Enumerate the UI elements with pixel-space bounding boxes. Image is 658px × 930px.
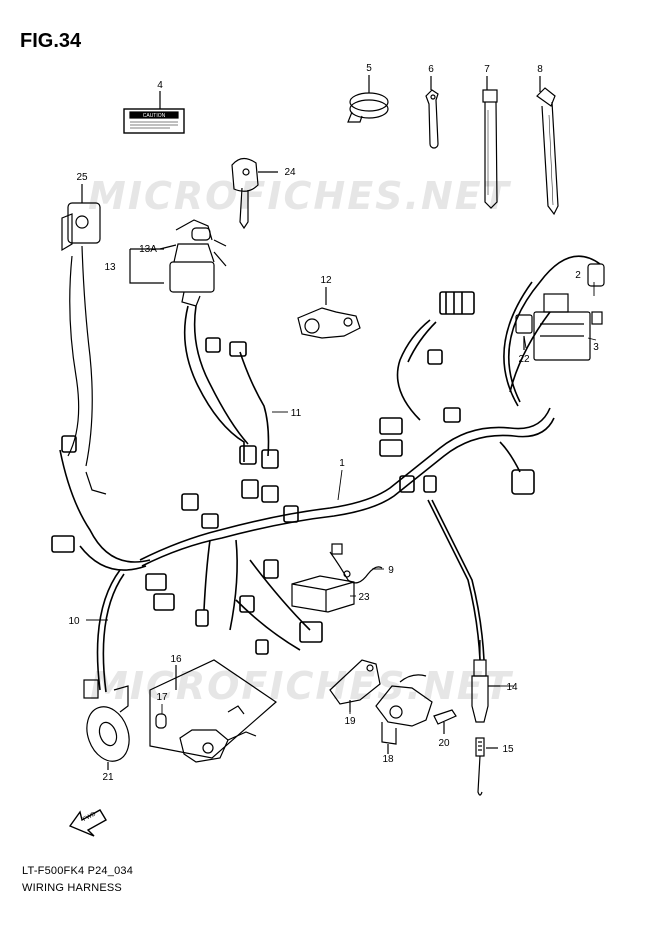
callout-24: 24 (284, 167, 296, 178)
callout-22: 22 (518, 354, 530, 365)
key-part (231, 157, 278, 230)
callout-15: 15 (502, 744, 514, 755)
model-code: LT-F500FK4 P24_034 (22, 865, 134, 877)
callout-11: 11 (291, 408, 302, 419)
terminal-part (475, 737, 498, 796)
horn-part (83, 679, 130, 770)
callout-17: 17 (156, 692, 168, 703)
ignition-switch (129, 219, 227, 307)
caution-label: CAUTION (123, 91, 185, 134)
callout-14: 14 (506, 682, 518, 693)
switch-assembly (329, 659, 457, 754)
callout-5: 5 (366, 63, 372, 74)
diagram-caption: WIRING HARNESS (22, 882, 122, 894)
wiring-harness-1 (51, 255, 601, 693)
callout-13: 13 (104, 262, 116, 273)
callout-9: 9 (388, 565, 394, 576)
caution-text: CAUTION (143, 113, 166, 119)
ground-wire (329, 543, 383, 584)
handlebar-switch (61, 184, 107, 495)
watermark-bottom: MICROFICHES.NET (90, 664, 513, 708)
callout-1: 1 (339, 458, 345, 469)
callout-labels: 1 2 3 4 5 6 7 8 9 10 11 12 13 13A 14 15 … (68, 63, 599, 783)
callout-6: 6 (428, 64, 434, 75)
callout-25: 25 (76, 172, 88, 183)
callout-4: 4 (157, 80, 163, 91)
callout-21: 21 (102, 772, 114, 783)
control-unit (291, 575, 355, 613)
figure-title: FIG.34 (20, 30, 82, 52)
watermark-top: MICROFICHES.NET (88, 174, 511, 218)
callout-23: 23 (358, 592, 370, 603)
callout-3: 3 (593, 342, 599, 353)
sensor-plug (471, 640, 500, 723)
callout-8: 8 (537, 64, 543, 75)
callout-19: 19 (344, 716, 356, 727)
clamp-part (347, 75, 389, 123)
cable-tie-8 (536, 76, 559, 216)
sensor-part (297, 287, 361, 339)
callout-16: 16 (170, 654, 182, 665)
fwd-arrow: FWD (68, 809, 107, 837)
callout-2: 2 (575, 270, 581, 281)
callout-10: 10 (68, 616, 80, 627)
callout-12: 12 (320, 275, 332, 286)
callout-13a: 13A (139, 244, 157, 255)
callout-18: 18 (382, 754, 394, 765)
switch-box-16 (149, 659, 277, 763)
cable-tie-7 (482, 76, 498, 209)
callout-7: 7 (484, 64, 490, 75)
leader-lines (86, 282, 597, 749)
callout-20: 20 (438, 738, 450, 749)
bracket-part (425, 76, 439, 149)
